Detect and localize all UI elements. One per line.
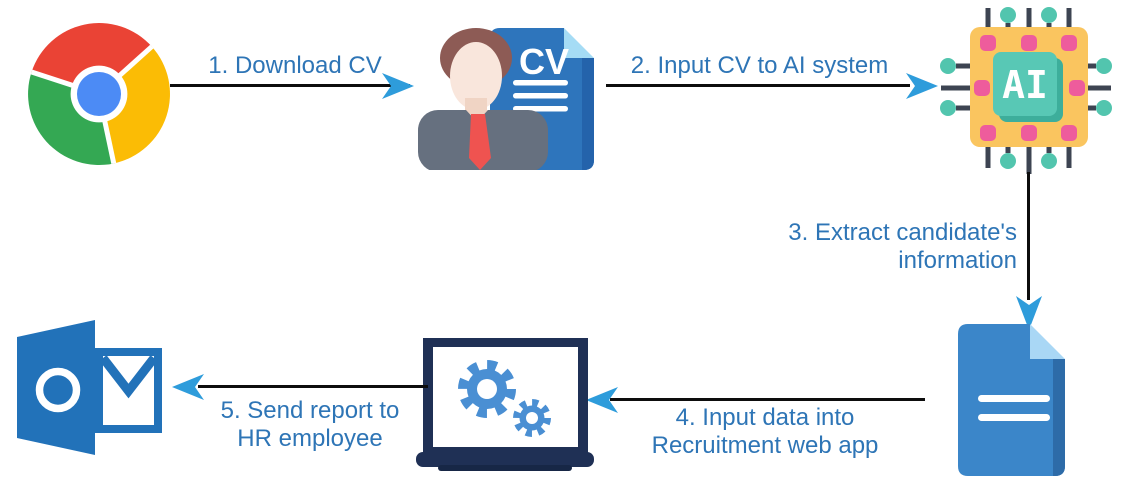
report-document-edge [1053, 359, 1065, 476]
step2-label-line1: 2. Input CV to AI system [630, 52, 889, 79]
cv-document-edge [582, 58, 594, 170]
chip-core [993, 52, 1057, 116]
step3-label: 3. Extract candidate's information [745, 219, 1017, 275]
step1-connector-line [170, 84, 410, 87]
chrome-yellow-sector [99, 46, 170, 164]
laptop-screen [423, 338, 588, 457]
step2-arrowhead-right-icon [906, 73, 938, 99]
step5-label-line2: HR employee [237, 425, 383, 452]
outlook-o-ring [35, 367, 81, 413]
cv-document-label: CV [519, 41, 569, 82]
gear-small-icon [513, 399, 551, 437]
step5-connector-line [198, 385, 428, 388]
person-tie [469, 114, 491, 170]
step4-label-line2: Recruitment web app [651, 432, 879, 459]
step1-arrowhead-right-icon [382, 73, 414, 99]
laptop-base-lip [438, 465, 572, 471]
step2-label: 2. Input CV to AI system [612, 52, 907, 80]
person-face [450, 42, 502, 110]
chrome-blue-center [76, 71, 122, 117]
step3-label-line1: 3. Extract candidate's [788, 219, 1017, 246]
step3-connector-line [1027, 172, 1030, 300]
ai-chip-label: AI [1002, 63, 1048, 107]
cv-document-fold [564, 28, 594, 58]
outlook-book [17, 320, 95, 455]
step2-connector-line [606, 84, 910, 87]
step4-arrowhead-left-icon [586, 387, 618, 413]
chrome-browser-icon [28, 23, 170, 165]
chip-node-dots [940, 7, 1112, 169]
step5-label-line1: 5. Send report to [220, 397, 400, 424]
cv-document-text-lines [513, 80, 568, 112]
chip-pads [974, 35, 1085, 141]
outlook-email-icon [17, 320, 162, 455]
ai-chip-icon: AI [940, 7, 1112, 174]
step3-arrowhead-down-icon [1016, 296, 1042, 330]
gear-large-icon [458, 360, 516, 418]
step4-label-line1: 4. Input data into [675, 404, 855, 431]
report-document-text-lines [978, 395, 1050, 421]
laptop-gears-icon [416, 338, 594, 471]
report-document-icon [958, 324, 1065, 476]
step1-label-line1: 1. Download CV [208, 52, 382, 79]
step1-label: 1. Download CV [195, 52, 395, 80]
report-document-fold [1030, 324, 1065, 359]
applicant-cv-icon: CV [418, 28, 594, 170]
step4-connector-line [610, 398, 925, 401]
step5-label: 5. Send report to HR employee [205, 397, 415, 453]
outlook-envelope [95, 348, 162, 433]
laptop-base [416, 452, 594, 467]
chrome-red-sector [31, 23, 152, 94]
step3-label-line2: information [898, 247, 1017, 274]
step5-arrowhead-left-icon [172, 374, 204, 400]
step4-label: 4. Input data into Recruitment web app [635, 404, 895, 460]
